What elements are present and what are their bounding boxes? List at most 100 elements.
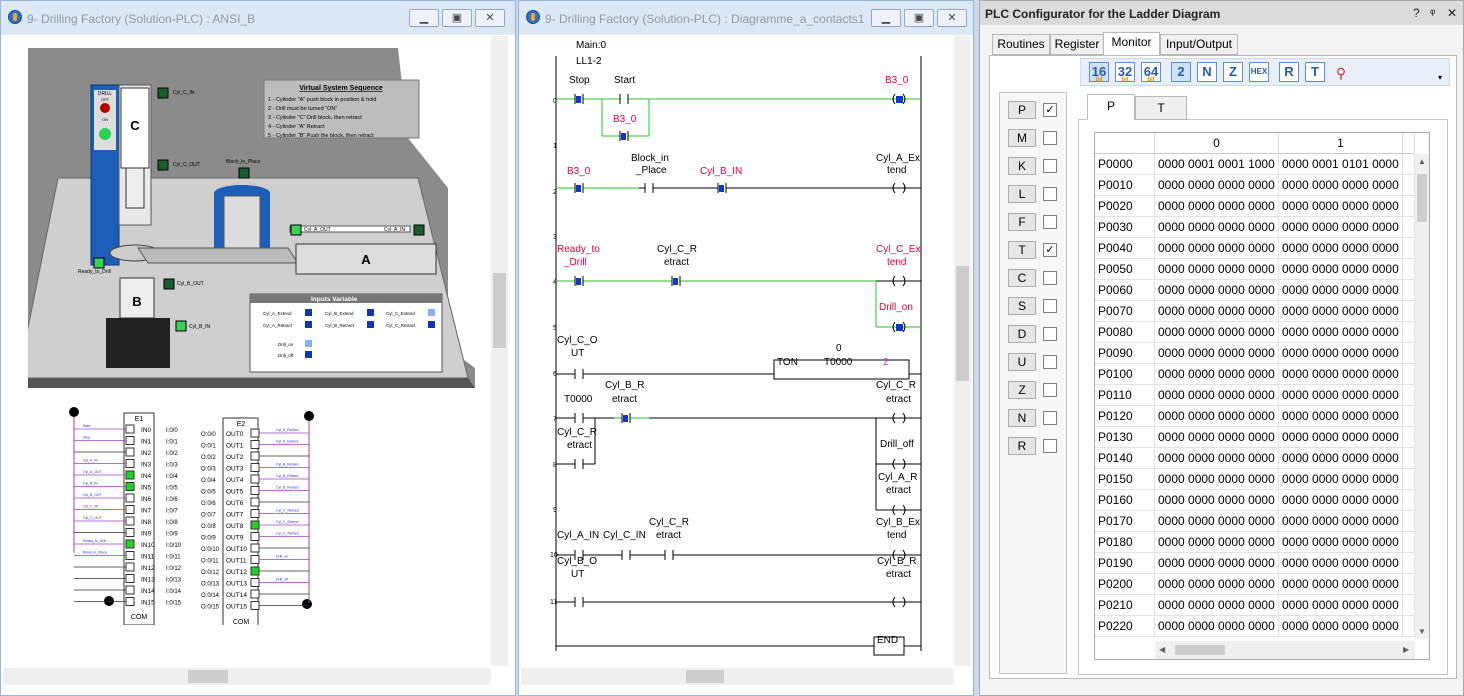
ansi-b-vertical-scrollbar[interactable]: [491, 36, 508, 666]
register-checkbox-u[interactable]: [1043, 355, 1057, 369]
register-button-l[interactable]: L: [1008, 185, 1036, 203]
register-button-m[interactable]: M: [1008, 129, 1036, 147]
maximize-button[interactable]: ▣: [442, 9, 472, 27]
register-button-z[interactable]: Z: [1008, 381, 1036, 399]
run-indicator-icon[interactable]: ⚲: [1335, 65, 1347, 81]
register-checkbox-r[interactable]: [1043, 439, 1057, 453]
toolbar-button-z[interactable]: Z: [1223, 62, 1243, 82]
toolbar-button-t[interactable]: T: [1305, 62, 1325, 82]
tab-monitor[interactable]: Monitor: [1103, 32, 1160, 56]
close-button[interactable]: ✕: [1447, 6, 1458, 20]
toolbar-button-r[interactable]: R: [1279, 62, 1299, 82]
drill-on-lamp[interactable]: [99, 128, 111, 140]
tab-input-output[interactable]: Input/Output: [1160, 34, 1238, 55]
register-button-r[interactable]: R: [1008, 437, 1036, 455]
help-button[interactable]: ?: [1413, 6, 1420, 20]
input-cyl-a-retract-button[interactable]: [305, 321, 312, 328]
scroll-down-icon[interactable]: ▼: [1418, 627, 1426, 636]
register-button-f[interactable]: F: [1008, 213, 1036, 231]
register-button-n[interactable]: N: [1008, 409, 1036, 427]
register-button-u[interactable]: U: [1008, 353, 1036, 371]
scroll-left-icon[interactable]: ◀: [1159, 645, 1166, 654]
tab-routines[interactable]: Routines: [992, 34, 1050, 55]
ladder-horizontal-scrollbar[interactable]: [521, 668, 954, 685]
input-cyl-b-extend-button[interactable]: [367, 309, 374, 316]
horizontal-scroll-thumb[interactable]: [686, 670, 724, 683]
maximize-button[interactable]: ▣: [904, 9, 934, 27]
grid-scroll-thumb[interactable]: [1417, 174, 1427, 222]
minimize-button[interactable]: ▁: [871, 9, 901, 27]
register-checkbox-m[interactable]: [1043, 131, 1057, 145]
vertical-scroll-thumb[interactable]: [956, 266, 969, 381]
tab-register[interactable]: Register: [1050, 34, 1104, 55]
close-button[interactable]: ✕: [475, 9, 505, 27]
scroll-up-icon[interactable]: ▲: [1418, 157, 1426, 166]
subtab-t[interactable]: T: [1135, 96, 1187, 120]
register-checkbox-t[interactable]: ✓: [1043, 243, 1057, 257]
input-cyl-c-extend-button[interactable]: [428, 309, 435, 316]
toolbar-button-hex[interactable]: HEX: [1249, 62, 1269, 82]
register-button-c[interactable]: C: [1008, 269, 1036, 287]
ladder-titlebar[interactable]: 9- Drilling Factory (Solution-PLC) : Dia…: [519, 1, 973, 35]
toolbar-overflow-icon[interactable]: ▾: [1438, 73, 1443, 82]
toolbar-button-2[interactable]: 2: [1171, 62, 1191, 82]
register-checkbox-p[interactable]: ✓: [1043, 103, 1057, 117]
register-checkbox-s[interactable]: [1043, 299, 1057, 313]
input-cyl-b-retract-button[interactable]: [367, 321, 374, 328]
register-button-d[interactable]: D: [1008, 325, 1036, 343]
toolbar-button-n[interactable]: N: [1197, 62, 1217, 82]
input-drill-on-button[interactable]: [305, 340, 312, 347]
register-checkbox-n[interactable]: [1043, 411, 1057, 425]
close-button[interactable]: ✕: [937, 9, 967, 27]
grid-vertical-scrollbar[interactable]: ▲ ▼: [1415, 154, 1429, 639]
minimize-button[interactable]: ▁: [409, 9, 439, 27]
register-checkbox-k[interactable]: [1043, 159, 1057, 173]
input-drill-off-button[interactable]: [305, 351, 312, 358]
input-cyl-c-retract-button[interactable]: [428, 321, 435, 328]
scroll-right-icon[interactable]: ▶: [1403, 645, 1410, 654]
grid-horizontal-scrollbar[interactable]: ◀ ▶: [1155, 641, 1415, 659]
register-button-p[interactable]: P: [1008, 101, 1036, 119]
register-checkbox-c[interactable]: [1043, 271, 1057, 285]
ansi-b-horizontal-scrollbar[interactable]: [3, 668, 491, 685]
register-checkbox-f[interactable]: [1043, 215, 1057, 229]
input-cyl-a-extend-button[interactable]: [305, 309, 312, 316]
register-button-k[interactable]: K: [1008, 157, 1036, 175]
subtab-p[interactable]: P: [1087, 94, 1135, 120]
register-button-t[interactable]: T: [1008, 241, 1036, 259]
register-checkbox-d[interactable]: [1043, 327, 1057, 341]
horizontal-scroll-thumb[interactable]: [188, 670, 228, 683]
grid-hscroll-thumb[interactable]: [1175, 645, 1225, 655]
ladder-vertical-scrollbar[interactable]: [954, 36, 971, 666]
vertical-scroll-thumb[interactable]: [493, 273, 506, 348]
configurator-titlebar[interactable]: PLC Configurator for the Ladder Diagram …: [980, 1, 1463, 25]
register-checkbox-l[interactable]: [1043, 187, 1057, 201]
register-checkbox-z[interactable]: [1043, 383, 1057, 397]
pin-button[interactable]: ᵠ: [1430, 6, 1436, 20]
drill-off-lamp[interactable]: [100, 103, 110, 113]
